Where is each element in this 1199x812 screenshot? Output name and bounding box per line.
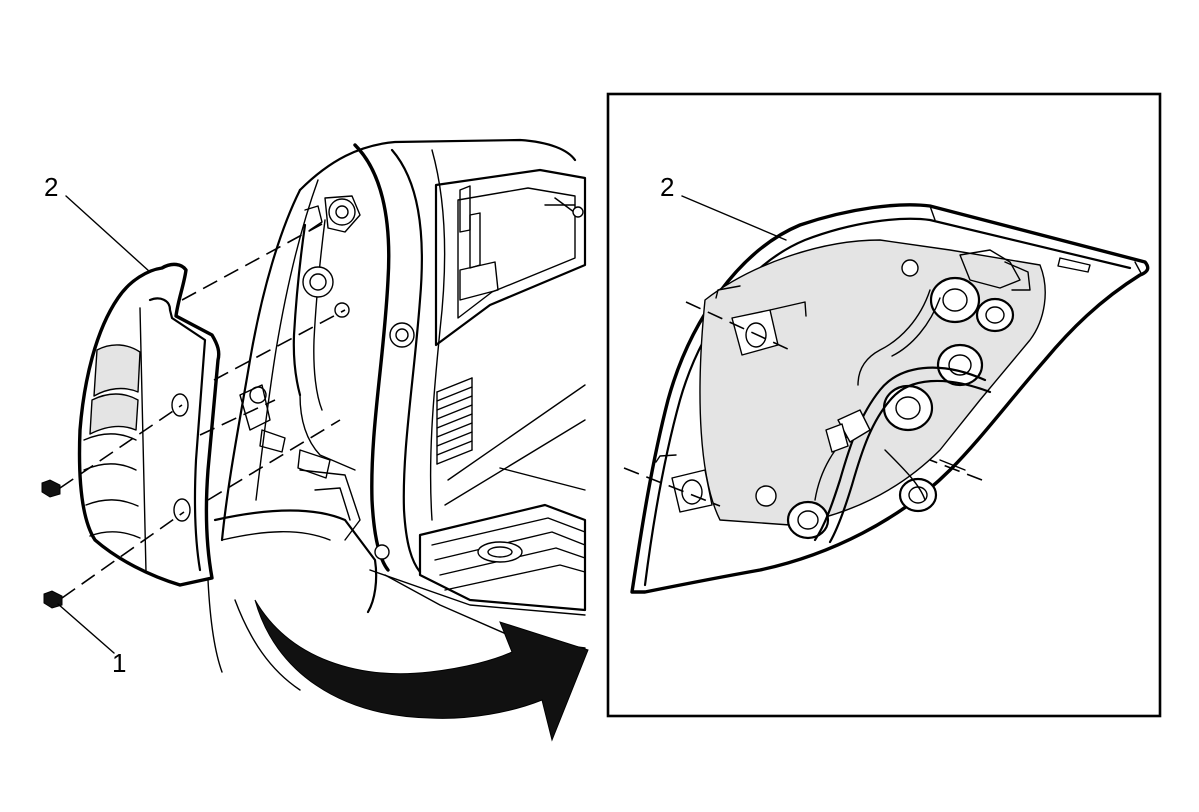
callout-2-detail-label: 2 [660, 172, 674, 202]
callout-left-lamp: 2 [44, 172, 151, 273]
callout-1-label: 1 [112, 648, 126, 678]
vehicle-rear-quarter [207, 138, 587, 691]
callout-detail-lamp: 2 [660, 172, 787, 241]
screw-icon [41, 479, 63, 609]
curved-arrow-icon [254, 599, 589, 742]
alignment-lines [59, 223, 346, 599]
detail-view-panel: 2 [606, 92, 1162, 718]
callout-left-fastener: 1 [57, 603, 126, 678]
cargo-vent [436, 377, 473, 465]
callout-2-label: 2 [44, 172, 58, 202]
taillamp-assembly [77, 262, 221, 587]
